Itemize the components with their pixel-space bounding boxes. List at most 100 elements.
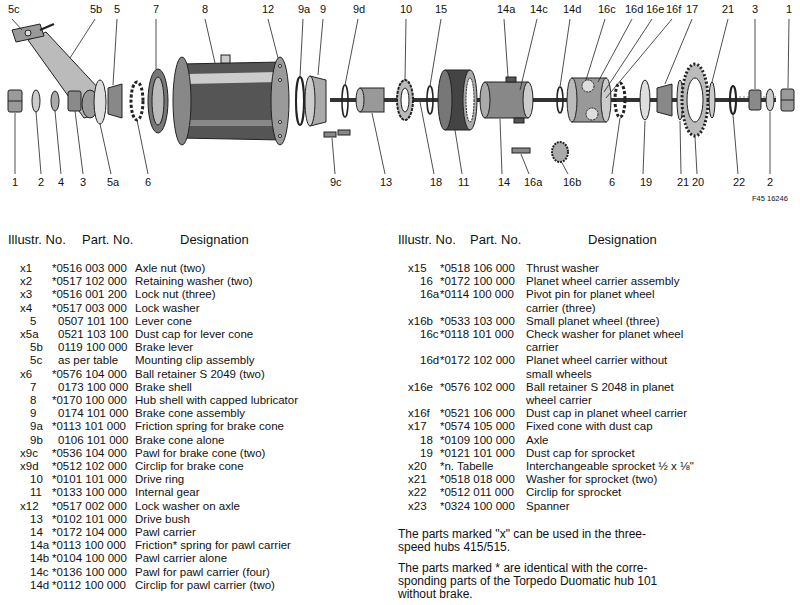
table-cell: *0517 003 000 <box>52 302 127 315</box>
sprocket <box>682 64 708 136</box>
table-cell: Lever cone <box>135 315 192 328</box>
column-header: Illustr. No. <box>8 232 66 247</box>
callout-number: 14a <box>497 3 515 16</box>
table-cell: Drive bush <box>135 513 190 526</box>
callout-number: 8 <box>202 3 208 16</box>
callout-number: 10 <box>400 3 412 16</box>
table-cell: Pivot pin for planet wheel carrier (thre… <box>526 288 655 314</box>
table-cell: x15 <box>408 262 427 275</box>
callout-number: 18 <box>430 176 442 189</box>
table-cell: *0112 100 000 <box>52 579 126 592</box>
table-cell: *0114 100 000 <box>440 288 514 301</box>
table-cell: Drive ring <box>135 473 184 486</box>
table-cell: Friction spring for brake cone <box>135 420 284 433</box>
table-cell: 8 <box>30 394 36 407</box>
table-cell: x6 <box>20 368 32 381</box>
callout-number: 5 <box>114 3 120 16</box>
table-cell: 0174 101 000 <box>58 407 128 420</box>
table-cell: Axle nut (two) <box>135 262 205 275</box>
callout-number: 14 <box>498 176 510 189</box>
table-cell: 9b <box>30 434 43 447</box>
table-cell: 19 <box>420 447 433 460</box>
table-cell: *0172 100 000 <box>440 275 515 288</box>
axle-nut <box>8 90 22 112</box>
table-cell: Lock washer on axle <box>135 500 240 513</box>
table-cell: 14 <box>30 526 43 539</box>
table-cell: *0172 104 000 <box>52 526 127 539</box>
table-cell: *0536 104 000 <box>52 447 127 460</box>
table-cell: Pawl for brake cone (two) <box>135 447 265 460</box>
text-line: Check washer for planet wheel <box>526 328 683 341</box>
table-cell: Circlip for brake cone <box>135 460 244 473</box>
callout-number: 19 <box>640 176 652 189</box>
callout-number: 16c <box>598 3 616 16</box>
table-cell: Thrust washer <box>526 262 599 275</box>
callout-number: 2 <box>38 176 44 189</box>
table-cell: x1 <box>20 262 32 275</box>
table-cell: 10 <box>30 473 43 486</box>
table-cell: Planet wheel carrier assembly <box>526 275 679 288</box>
table-cell: *0136 100 000 <box>52 566 127 579</box>
callout-number: 1 <box>12 176 18 189</box>
table-cell: *0518 106 000 <box>440 262 515 275</box>
callout-number: 3 <box>80 176 86 189</box>
callout-number: 9d <box>353 3 365 16</box>
table-cell: Retaining washer (two) <box>135 275 253 288</box>
table-cell: Axle <box>526 434 548 447</box>
table-cell: 16 <box>420 275 433 288</box>
table-cell: 14a <box>30 539 49 552</box>
table-cell: 0173 100 000 <box>58 381 128 394</box>
brake-shell <box>148 69 168 133</box>
column-header: Part. No. <box>82 232 133 247</box>
callout-number: 13 <box>380 176 392 189</box>
table-cell: Dust cap in planet wheel carrier <box>526 407 687 420</box>
callout-number: 14d <box>563 3 581 16</box>
table-cell: *0104 100 000 <box>52 552 127 565</box>
callout-number: 2 <box>767 176 773 189</box>
column-header: Designation <box>588 232 657 247</box>
text-line: carrier <box>526 341 683 354</box>
table-cell: *0113 101 000 <box>52 420 126 433</box>
callout-number: 9 <box>320 3 326 16</box>
text-line: Pivot pin for planet wheel <box>526 288 655 301</box>
table-cell: x12 <box>20 500 39 513</box>
table-cell: 0106 101 000 <box>58 434 128 447</box>
table-cell: *0533 103 000 <box>440 315 515 328</box>
table-cell: Spanner <box>526 500 569 513</box>
table-cell: *0118 101 000 <box>440 328 514 341</box>
table-cell: 13 <box>30 513 43 526</box>
text-line: speed hubs 415/515. <box>398 541 646 554</box>
footnote: The parts marked * are identical with th… <box>398 562 657 602</box>
callout-number: 16e <box>646 3 664 16</box>
table-cell: as per table <box>58 354 118 367</box>
table-cell: *0518 018 000 <box>440 473 515 486</box>
table-cell: *n. Tabelle <box>440 460 494 473</box>
table-cell: Ball retainer S 2048 in planet wheel car… <box>526 381 674 407</box>
table-cell: x9c <box>20 447 38 460</box>
table-cell: x17 <box>408 420 427 433</box>
callout-number: 16a <box>524 176 542 189</box>
callout-number: 9c <box>330 176 342 189</box>
table-cell: Internal gear <box>135 486 200 499</box>
table-cell: Friction* spring for pawl carrier <box>135 539 291 552</box>
table-cell: 5c <box>30 354 42 367</box>
table-cell: 0119 100 000 <box>58 341 128 354</box>
table-cell: Dust cap for lever cone <box>135 328 253 341</box>
table-cell: Ball retainer S 2049 (two) <box>135 368 265 381</box>
footnote: The parts marked "x" can be used in the … <box>398 528 646 554</box>
callout-number: 17 <box>686 3 698 16</box>
callout-number: 15 <box>435 3 447 16</box>
table-cell: Washer for sprocket (two) <box>526 473 657 486</box>
callout-number: 7 <box>153 3 159 16</box>
table-cell: *0133 100 000 <box>52 486 127 499</box>
table-cell: *0512 102 000 <box>52 460 127 473</box>
callout-number: 3 <box>752 3 758 16</box>
table-cell: 5b <box>30 341 43 354</box>
table-cell: 16d <box>420 354 439 367</box>
table-cell: *0517 102 000 <box>52 275 127 288</box>
table-cell: x2 <box>20 275 32 288</box>
table-cell: x16e <box>408 381 433 394</box>
callout-number: 1 <box>786 3 792 16</box>
table-cell: 14c <box>30 566 49 579</box>
column-header: Illustr. No. <box>398 232 456 247</box>
